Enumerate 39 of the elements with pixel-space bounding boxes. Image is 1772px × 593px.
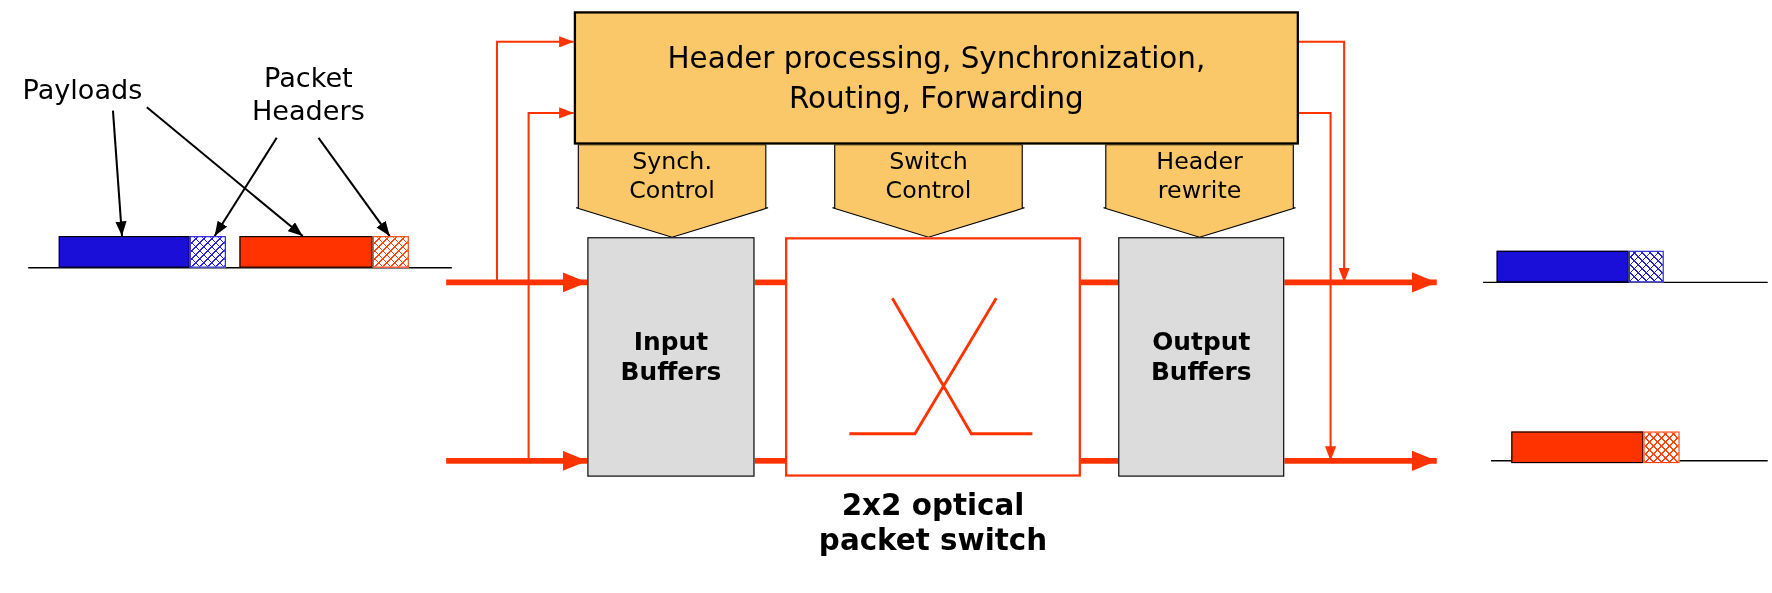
arrow (527, 107, 574, 461)
edge-label: Header rewrite (1155, 147, 1244, 205)
arrow (317, 137, 391, 237)
header-block (1628, 250, 1664, 283)
arrow (446, 272, 588, 293)
arrow (1284, 272, 1437, 293)
arrow (495, 36, 574, 283)
buffer-box (587, 237, 755, 477)
label-text: Payloads (22, 74, 143, 107)
header-block (189, 236, 226, 268)
payload-bar (1511, 431, 1644, 464)
buffer-text: Input Buffers (619, 327, 723, 387)
arrow (1298, 40, 1350, 283)
arrow (213, 137, 278, 237)
process-text: Header processing, Synchronization, Routing, Forwarding (666, 39, 1207, 118)
label-text: Packet Headers (250, 62, 366, 128)
arrow (1284, 450, 1437, 471)
arrow (146, 106, 304, 237)
process-box (573, 11, 1299, 145)
payload-bar (239, 236, 373, 268)
switch-caption: 2x2 optical packet switch (817, 487, 1049, 559)
block-arrow (831, 144, 1026, 238)
block-arrow (575, 144, 769, 238)
connector-line (1080, 279, 1119, 286)
block-arrow (1102, 144, 1297, 238)
buffer-box (1118, 237, 1285, 477)
header-block (1643, 431, 1680, 464)
arrow (446, 450, 588, 471)
arrow (111, 110, 127, 237)
header-block (372, 236, 409, 268)
arrow (1298, 111, 1337, 461)
buffer-text: Output Buffers (1149, 327, 1253, 387)
connector-line (754, 279, 785, 286)
connector-line (754, 458, 785, 464)
edge-label: Synch. Control (628, 147, 716, 205)
connector-line (1080, 458, 1119, 464)
payload-bar (58, 236, 190, 268)
edge-label: Switch Control (884, 147, 973, 205)
payload-bar (1496, 250, 1629, 283)
